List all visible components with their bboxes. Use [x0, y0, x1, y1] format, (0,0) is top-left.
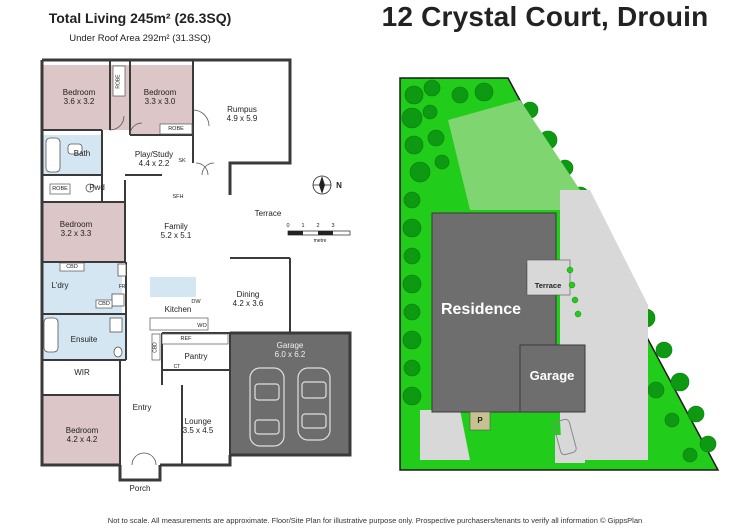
- bedroom-4-fill: [42, 395, 120, 465]
- robe-strip-3: [49, 183, 71, 195]
- site-residence-label: Residence: [440, 301, 522, 318]
- compass-icon: [312, 175, 332, 195]
- ensuite-shower-icon: [109, 317, 123, 333]
- bathtub-icon: [45, 137, 61, 173]
- sfh-label: SFH: [172, 194, 184, 200]
- basin-icon: [67, 143, 83, 155]
- cbd-strip-1: [59, 262, 85, 272]
- cbd-strip-3: [151, 333, 161, 361]
- entry-label: Entry: [132, 403, 152, 412]
- site-garage-label: Garage: [529, 368, 575, 383]
- wir-label: WIR: [74, 368, 90, 377]
- robe-strip-1: [112, 65, 126, 97]
- compass-north-letter: N: [336, 181, 342, 190]
- bath-label: Bath: [73, 149, 91, 158]
- scale-tick-0: 0: [286, 223, 290, 229]
- ensuite-label: Ensuite: [70, 335, 98, 344]
- cbd-label-2: CBD: [98, 301, 110, 307]
- scale-unit: metre: [313, 238, 327, 244]
- wo-label: WO: [197, 323, 207, 329]
- garage-building: [519, 344, 586, 413]
- cbd-strip-2: [95, 299, 113, 309]
- pantry-label: Pantry: [184, 352, 208, 361]
- bedroom-1-fill: [42, 65, 110, 130]
- site-terrace-label: Terrace: [534, 281, 562, 290]
- cbd-label-1: CBD: [66, 264, 78, 270]
- scale-tick-2: 2: [316, 223, 320, 229]
- scale-tick-3: 3: [331, 223, 335, 229]
- terrace-shrubs: [566, 266, 582, 318]
- floor-plan: [40, 58, 352, 482]
- porch-label: Porch: [129, 484, 151, 493]
- site-car-icon: [553, 418, 577, 456]
- lawn-area: [448, 100, 580, 210]
- scale-bar: [287, 230, 351, 236]
- terrace-area: [526, 259, 571, 296]
- ref-label: REF: [180, 336, 192, 342]
- footer-disclaimer: Not to scale. All measurements are appro…: [107, 516, 643, 525]
- kitchen-island: [150, 277, 196, 297]
- toilet-icon: [85, 183, 95, 193]
- total-living-area: Total Living 245m² (26.3SQ): [48, 10, 232, 26]
- laundry-label: L'dry: [51, 281, 69, 290]
- ct-label: CT: [173, 364, 181, 370]
- car-1-icon: [249, 367, 285, 447]
- driveway: [560, 190, 648, 460]
- robe-strip-2: [159, 123, 193, 135]
- robe-label-3: ROBE: [52, 186, 68, 192]
- pwd-label: Pwd: [89, 183, 105, 192]
- site-porch-marker: P: [477, 416, 483, 425]
- bedroom-3-fill: [42, 202, 124, 262]
- front-path: [420, 410, 470, 460]
- porch-marker-box: [469, 411, 491, 431]
- shower-icon: [43, 317, 59, 353]
- dw-label: DW: [191, 299, 201, 305]
- garage-cars: [249, 367, 331, 447]
- under-roof-area: Under Roof Area 292m² (31.3SQ): [69, 33, 211, 44]
- door-swings: [109, 109, 215, 466]
- car-2-icon: [297, 367, 331, 441]
- kitchen-bench: [161, 333, 229, 345]
- robe-label-2: ROBE: [168, 126, 184, 132]
- sk-label: SK: [178, 158, 186, 164]
- kitchen-label: Kitchen: [164, 305, 192, 314]
- terrace-label: Terrace: [254, 209, 282, 218]
- fr-label: FR: [118, 284, 126, 290]
- ensuite-toilet-icon: [113, 346, 123, 358]
- scale-tick-1: 1: [301, 223, 305, 229]
- interior-walls: [42, 60, 291, 465]
- site-plan: [399, 77, 720, 471]
- rear-bench: [149, 317, 209, 331]
